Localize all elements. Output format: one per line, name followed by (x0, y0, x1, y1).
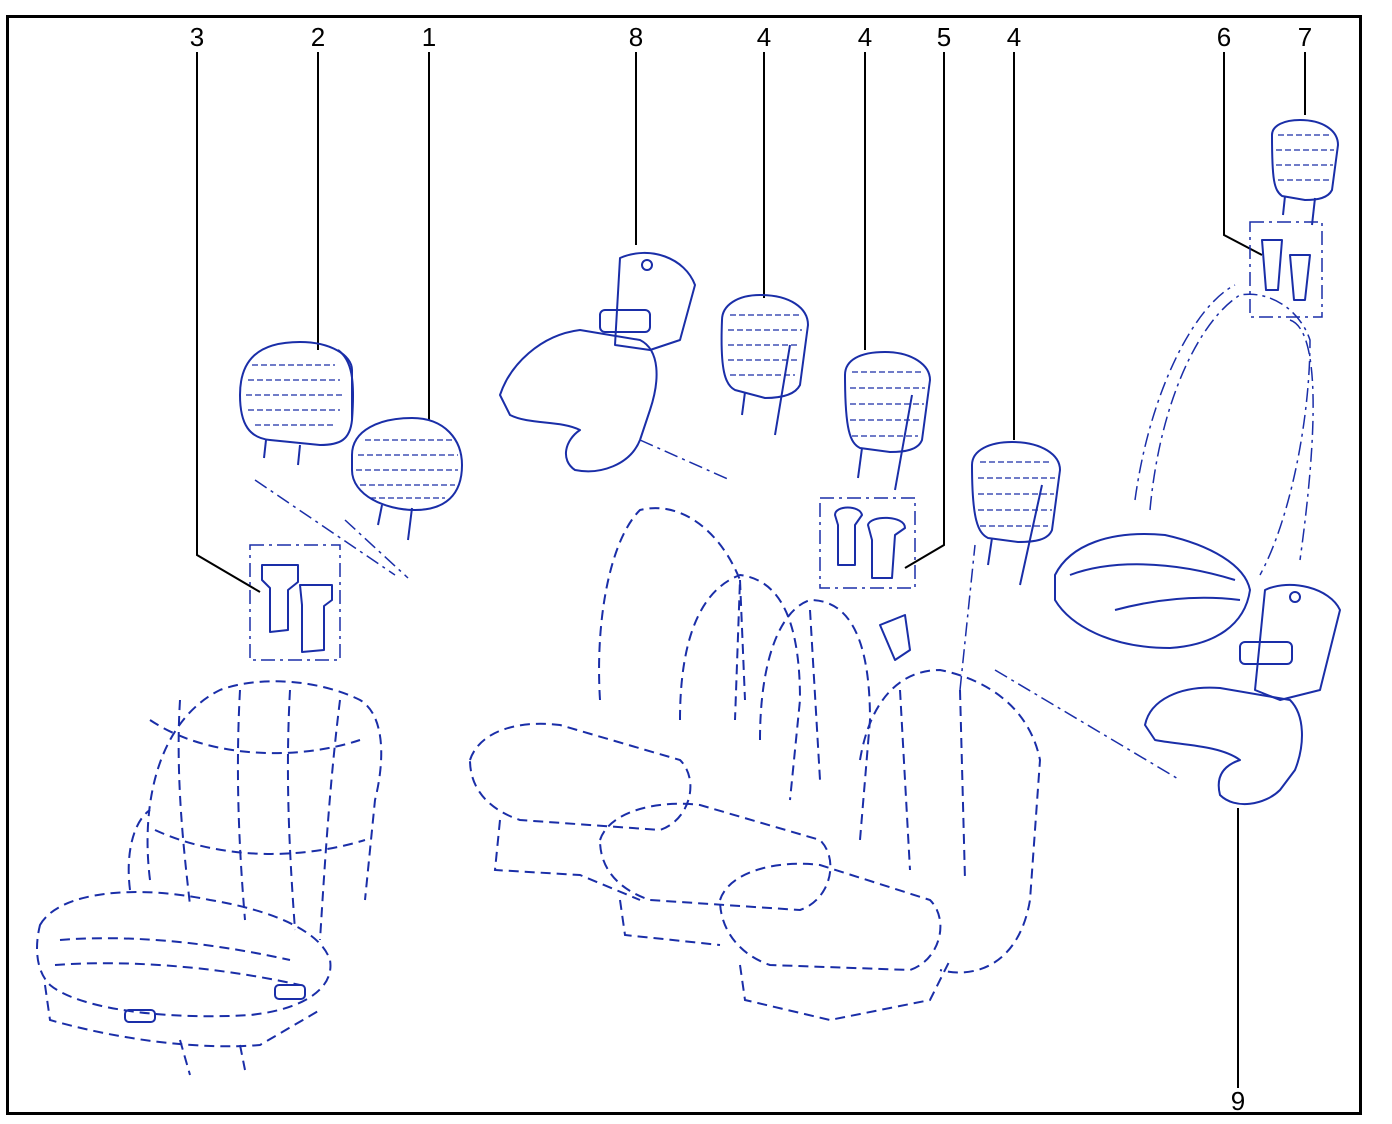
guide-sleeves-3 (249, 479, 409, 661)
callout-4-a: 4 (757, 22, 771, 52)
callout-5: 5 (937, 22, 951, 52)
headrest-1 (351, 417, 463, 541)
callout-4-c: 4 (1007, 22, 1021, 52)
callout-1: 1 (422, 22, 436, 52)
headrest-4-c (971, 441, 1061, 586)
callout-3: 3 (190, 22, 204, 52)
callout-4-b: 4 (858, 22, 872, 52)
leader-3 (196, 52, 261, 593)
leader-5 (904, 52, 945, 569)
child-booster-8 (499, 251, 731, 481)
leader-6 (1223, 52, 1263, 256)
callout-7: 7 (1298, 22, 1312, 52)
callout-9: 9 (1231, 1086, 1245, 1116)
diagram-frame (6, 15, 1362, 1115)
headrest-2 (239, 341, 355, 466)
leader-lines (196, 52, 1306, 1088)
headrest-4-b (844, 351, 931, 491)
callout-8: 8 (629, 22, 643, 52)
child-booster-9 (1144, 583, 1341, 806)
rear-bench-seats (468, 507, 1181, 1022)
front-seat-left (36, 680, 383, 1076)
seat-outline-right (1054, 284, 1314, 649)
guide-sleeves-6 (1249, 221, 1323, 318)
headrest-4-a (720, 294, 809, 436)
callout-2: 2 (311, 22, 325, 52)
headrest-7 (1271, 119, 1339, 226)
callout-6: 6 (1217, 22, 1231, 52)
guide-sleeves-5 (819, 497, 916, 589)
